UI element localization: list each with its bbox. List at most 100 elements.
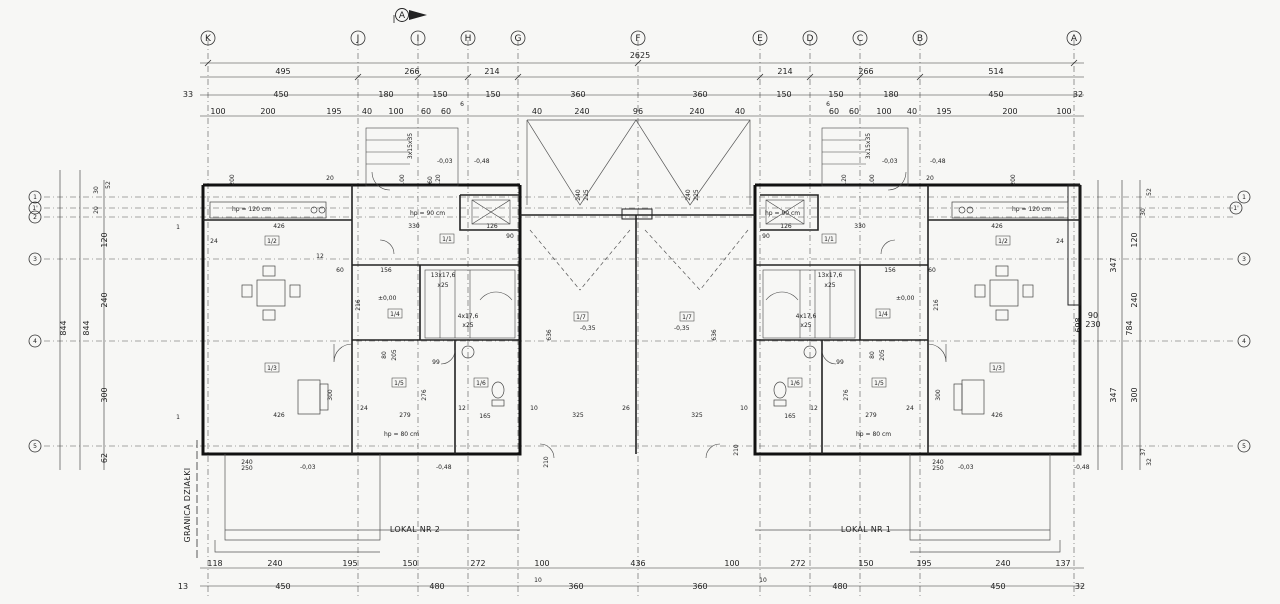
svg-text:276: 276 [843, 389, 850, 401]
svg-text:120: 120 [1130, 232, 1139, 247]
svg-text:360: 360 [568, 582, 583, 591]
svg-text:32: 32 [1146, 458, 1153, 466]
svg-text:-0,03: -0,03 [437, 158, 453, 165]
svg-text:12: 12 [810, 405, 818, 412]
svg-text:120: 120 [100, 232, 109, 247]
svg-text:150: 150 [485, 90, 500, 99]
svg-text:33: 33 [183, 90, 193, 99]
svg-text:156: 156 [380, 267, 392, 274]
axis-bubble-f: F [630, 30, 646, 46]
room-tag-1-7-right: 1/7 [679, 311, 695, 322]
svg-text:60: 60 [829, 107, 839, 116]
svg-text:300: 300 [1130, 387, 1139, 402]
inner-stairs2-x25-left: x25 [462, 322, 473, 329]
svg-text:60: 60 [336, 267, 344, 274]
svg-text:90: 90 [762, 233, 770, 240]
svg-text:32: 32 [1073, 90, 1083, 99]
svg-text:30: 30 [1140, 208, 1147, 216]
svg-text:40: 40 [362, 107, 372, 116]
svg-text:1/1: 1/1 [824, 236, 834, 243]
svg-text:426: 426 [991, 223, 1003, 230]
svg-text:250: 250 [241, 465, 253, 472]
room-tag-1-1-left: 1/1 [439, 233, 455, 244]
room-tag-1-7-left: 1/7 [573, 311, 589, 322]
svg-text:90: 90 [506, 233, 514, 240]
svg-text:3: 3 [1242, 256, 1246, 263]
svg-text:240: 240 [267, 559, 282, 568]
svg-text:80: 80 [381, 351, 388, 359]
axis-bubble-5-left: 5 [28, 439, 42, 453]
axis-bubble-3-left: 3 [28, 252, 42, 266]
svg-text:A: A [399, 11, 406, 21]
svg-text:E: E [757, 34, 763, 44]
axis-bubble-d: D [802, 30, 818, 46]
ventilation-shafts [471, 199, 805, 225]
svg-text:1': 1' [32, 205, 38, 212]
svg-text:96: 96 [633, 107, 643, 116]
svg-text:214: 214 [484, 67, 499, 76]
axis-bubble-b: B [912, 30, 928, 46]
svg-text:24: 24 [906, 405, 914, 412]
svg-text:A: A [1071, 34, 1078, 44]
side-dimension-lines [59, 170, 1141, 470]
svg-text:214: 214 [777, 67, 792, 76]
svg-text:90: 90 [1088, 311, 1098, 320]
svg-text:99: 99 [836, 359, 844, 366]
svg-text:40: 40 [907, 107, 917, 116]
svg-text:360: 360 [692, 90, 707, 99]
axis-bubble-1-left: 1 [28, 190, 42, 204]
axis-bubble-e: E [752, 30, 768, 46]
svg-text:2: 2 [33, 214, 37, 221]
svg-text:1/7: 1/7 [576, 314, 586, 321]
svg-text:480: 480 [832, 582, 847, 591]
svg-text:216: 216 [933, 299, 940, 311]
svg-text:126: 126 [780, 223, 792, 230]
svg-text:12: 12 [458, 405, 466, 412]
svg-text:225: 225 [693, 189, 700, 201]
svg-text:450: 450 [273, 90, 288, 99]
svg-text:272: 272 [470, 559, 485, 568]
inner-stairs-label-left: 13x17,6 [431, 272, 456, 279]
exterior-walls [201, 183, 1082, 456]
svg-text:450: 450 [275, 582, 290, 591]
inner-stairs-left [424, 269, 516, 339]
svg-text:205: 205 [879, 349, 886, 361]
svg-text:450: 450 [988, 90, 1003, 99]
axis-bubble-4-right: 4 [1237, 334, 1251, 348]
svg-text:5: 5 [33, 443, 37, 450]
outer-stairs-right [821, 127, 909, 187]
svg-text:150: 150 [776, 90, 791, 99]
room-tag-1-6-right: 1/6 [787, 377, 803, 388]
svg-text:1: 1 [176, 414, 180, 421]
svg-text:B: B [917, 34, 923, 44]
inner-stairs2-label-right: 4x17,6 [796, 313, 817, 320]
svg-text:330: 330 [854, 223, 866, 230]
room-tag-1-3-right: 1/3 [989, 362, 1005, 373]
svg-text:40: 40 [532, 107, 542, 116]
svg-text:24: 24 [1056, 238, 1064, 245]
interior-walls [203, 185, 1080, 454]
svg-text:100: 100 [399, 174, 406, 186]
svg-text:1/6: 1/6 [476, 380, 486, 387]
svg-text:276: 276 [421, 389, 428, 401]
svg-text:32: 32 [1075, 582, 1085, 591]
right-chimney [1067, 184, 1081, 306]
inner-stairs-right [762, 269, 856, 339]
top-dims-row3: 100 200 195 40 100 60 60 40 240 96 240 4… [210, 101, 1071, 116]
column-axis-markers: K J I H G F E D C B A [200, 30, 1082, 46]
svg-text:347: 347 [1109, 387, 1118, 402]
toilet-left [461, 345, 505, 407]
inner-stairs-label-right: 13x17,6 [818, 272, 843, 279]
svg-text:-0,48: -0,48 [930, 158, 946, 165]
top-dimension-ticks [204, 59, 1078, 81]
svg-text:60: 60 [849, 107, 859, 116]
svg-text:10: 10 [530, 405, 538, 412]
axis-bubble-g: G [510, 30, 526, 46]
window-sill-labels: hp = 90 cm hp = 90 cm hp = 80 cm hp = 80… [232, 206, 1051, 438]
svg-text:hp = 120 cm: hp = 120 cm [232, 206, 271, 213]
axis-bubble-2-left: 2 [28, 210, 42, 224]
svg-text:240: 240 [241, 459, 253, 466]
svg-text:300: 300 [100, 387, 109, 402]
svg-text:24: 24 [360, 405, 368, 412]
